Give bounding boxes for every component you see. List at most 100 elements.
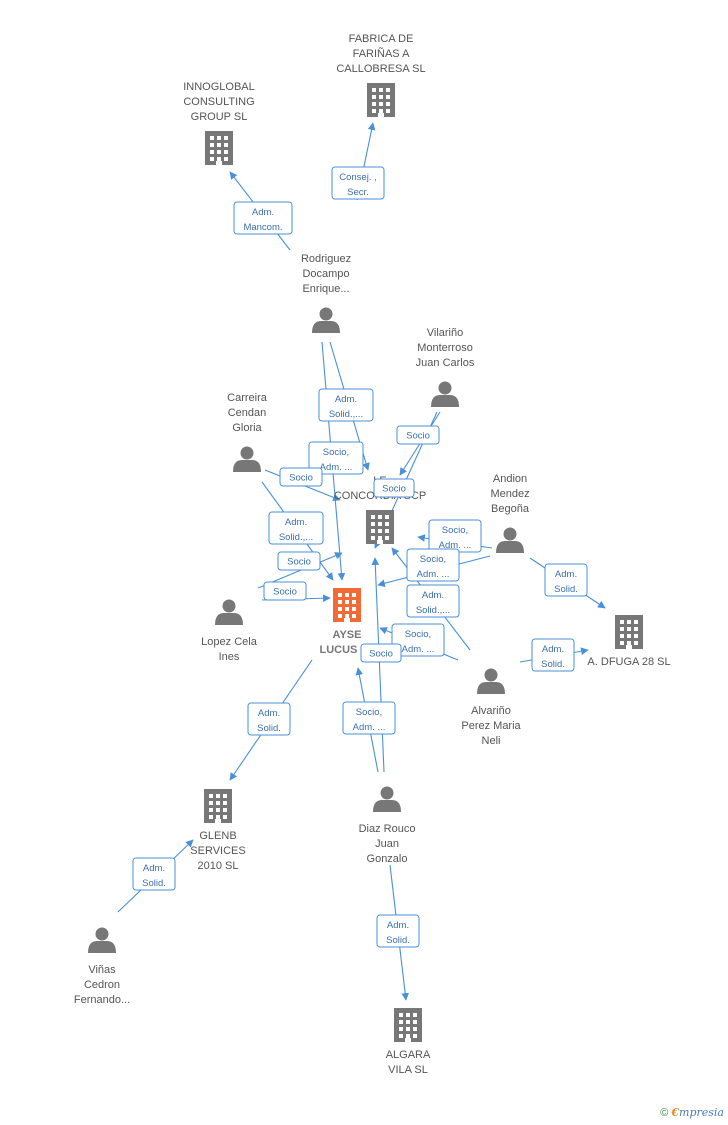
node-innoglobal[interactable]: INNOGLOBAL CONSULTING GROUP SL (183, 81, 255, 165)
edge-role-label[interactable]: Socio (277, 551, 321, 571)
copyright-symbol: © (660, 1107, 669, 1119)
brand-logo: €mpresia (671, 1106, 724, 1119)
node-label-line: INNOGLOBAL (183, 81, 255, 93)
node-label-line: Gloria (232, 422, 262, 434)
footer-brand[interactable]: ©€mpresia (660, 1106, 724, 1119)
edge-role-label[interactable]: Socio,Adm. ... (391, 623, 445, 657)
edge-role-text: Adm. (555, 569, 577, 580)
node-label-line: GROUP SL (191, 111, 248, 123)
edge-role-text: Adm. (258, 708, 280, 719)
node-label-line: FARIÑAS A (353, 47, 411, 60)
edge-diaz-to-concordia[interactable] (371, 557, 385, 773)
node-label-line: Ines (219, 651, 240, 663)
edge-role-text: Solid.,... (329, 409, 363, 420)
node-label-line: Cedron (84, 979, 120, 991)
edge-role-label[interactable]: Adm.Mancom. (233, 201, 293, 235)
edge-role-label[interactable]: Consej. ,Secr. (331, 166, 385, 200)
edge-role-label[interactable]: Socio (263, 581, 307, 601)
node-label-line: Juan Carlos (416, 357, 475, 369)
edge-role-label[interactable]: Socio, Adm. ... (428, 519, 482, 553)
node-label-line: VILA SL (388, 1064, 428, 1076)
edge-role-label[interactable]: Adm.Solid. (132, 857, 176, 891)
edge-role-text: Socio, (420, 554, 446, 565)
person-icon (215, 599, 243, 625)
edge-role-label[interactable]: Adm.Solid. (544, 563, 588, 597)
node-label-line: Mendez (490, 488, 529, 500)
edge-role-text: Socio (287, 557, 311, 568)
building-icon (333, 588, 361, 622)
node-fabrica[interactable]: FABRICA DE FARIÑAS A CALLOBRESA SL (336, 33, 426, 117)
edge-role-text: Socio (369, 649, 393, 660)
node-label-line: CONSULTING (183, 96, 254, 108)
node-vinas[interactable]: ViñasCedronFernando... (74, 927, 130, 1007)
edge-role-label[interactable]: Socio (396, 425, 440, 445)
edge-role-text: Socio, (323, 447, 349, 458)
node-algara[interactable]: ALGARA VILA SL (386, 1008, 431, 1076)
edge-role-label[interactable]: Socio, Adm. ... (308, 441, 364, 475)
node-label-line: Rodriguez (301, 253, 351, 265)
edge-role-text: Socio (273, 587, 297, 598)
person-icon (477, 668, 505, 694)
edge-role-text: Solid. (386, 935, 410, 946)
node-dfuga[interactable]: A. DFUGA 28 SL (587, 615, 671, 668)
node-label-line: Diaz Rouco (359, 823, 416, 835)
node-label-line: GLENB (199, 830, 236, 842)
node-label-line: Perez Maria (461, 720, 521, 732)
edge-role-label[interactable]: Adm. Solid. (531, 638, 575, 672)
node-label-line: Gonzalo (367, 853, 408, 865)
edge-role-text: Socio, (442, 525, 468, 536)
edge-role-label[interactable]: Adm.Solid.,... (318, 388, 374, 422)
edge-role-text: Solid.,... (416, 605, 450, 616)
node-rodriguez[interactable]: RodriguezDocampoEnrique... (301, 253, 351, 333)
edge-role-label[interactable]: Socio (279, 467, 323, 487)
node-label-line: Vilariño (427, 327, 464, 339)
node-label-line: Monterroso (417, 342, 473, 354)
node-label-line: Enrique... (302, 283, 349, 295)
node-label-line: A. DFUGA 28 SL (587, 656, 670, 668)
node-label-line: CALLOBRESA SL (336, 63, 425, 75)
edges-layer (117, 122, 606, 1001)
edge-role-text: Solid. (142, 878, 166, 889)
edge-role-label[interactable]: Socio (360, 643, 402, 663)
building-icon (205, 131, 233, 165)
person-icon (88, 927, 116, 953)
person-icon (233, 446, 261, 472)
building-icon (366, 510, 394, 544)
brand-initial: € (671, 1106, 680, 1119)
node-label-line: Andion (493, 473, 527, 485)
edge-role-text: Socio (382, 484, 406, 495)
node-label-line: ALGARA (386, 1049, 431, 1061)
building-icon (204, 789, 232, 823)
node-label-line: Juan (375, 838, 399, 850)
person-icon (431, 381, 459, 407)
edge-role-label[interactable]: Socio,Adm. ... (406, 548, 460, 582)
edge-role-label[interactable]: Socio (373, 478, 415, 498)
edge-role-text: Socio (406, 431, 430, 442)
edge-role-text: Solid.,... (279, 532, 313, 543)
edge-role-label[interactable]: Adm.Solid. (376, 914, 420, 948)
edge-role-text: Adm. ... (320, 462, 353, 473)
building-icon (615, 615, 643, 649)
node-label-line: 2010 SL (198, 860, 239, 872)
edge-role-label[interactable]: Adm. Solid.,... (268, 511, 324, 545)
edge-role-text: Adm. (542, 644, 564, 655)
node-label-line: Lopez Cela (201, 636, 258, 648)
node-label-line: FABRICA DE (349, 33, 414, 45)
edge-role-label[interactable]: Adm.Solid. (247, 702, 291, 736)
node-label-line: Carreira (227, 392, 268, 404)
edge-role-text: Solid. (541, 659, 565, 670)
edge-role-text: Mancom. (243, 222, 282, 233)
person-icon (496, 527, 524, 553)
edge-role-label[interactable]: Adm.Solid.,... (406, 584, 460, 618)
edge-role-text: Adm. ... (439, 540, 472, 551)
edge-role-label[interactable]: Socio,Adm. ... (342, 701, 396, 735)
edge-role-text: Adm. (285, 517, 307, 528)
